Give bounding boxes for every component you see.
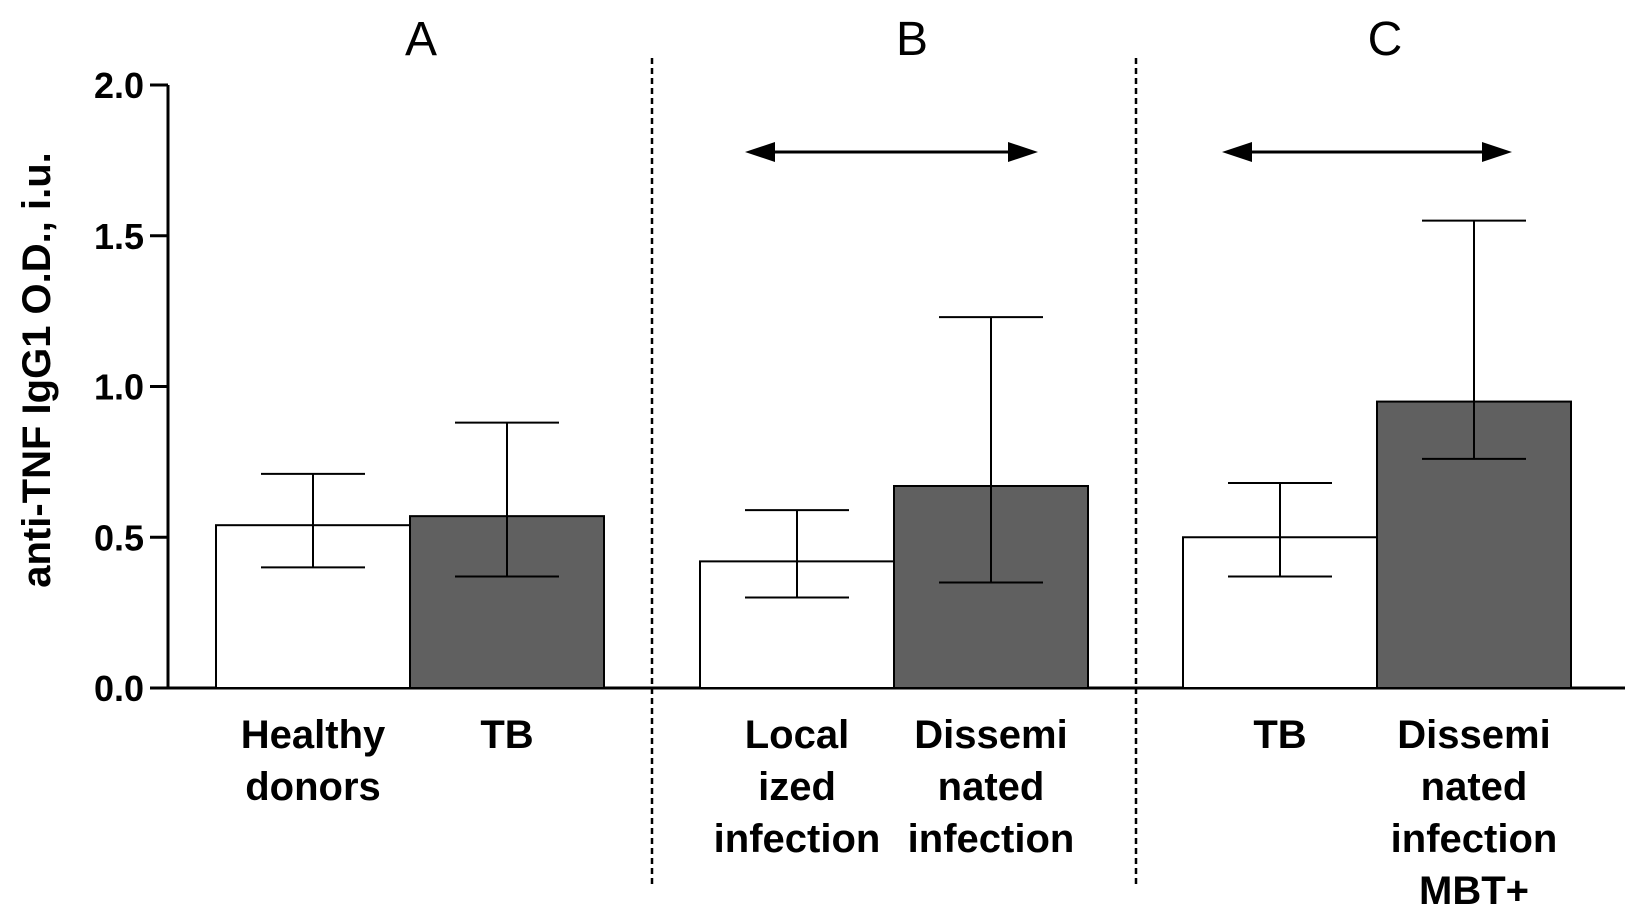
arrow-head-right xyxy=(1008,142,1038,162)
y-tick-label: 2.0 xyxy=(94,65,144,106)
arrow-head-left xyxy=(745,142,775,162)
category-label: Healthy xyxy=(241,713,386,757)
y-tick-label: 1.5 xyxy=(94,216,144,257)
arrow-head-right xyxy=(1482,142,1512,162)
panel-b: B Local ized infection Dissemi nated infection xyxy=(699,13,1089,861)
panel-label: A xyxy=(405,13,437,66)
y-axis-title: anti-TNF IgG1 O.D., i.u. xyxy=(15,152,59,588)
category-label: MBT+ xyxy=(1419,869,1529,913)
category-label: nated xyxy=(938,765,1045,809)
category-label: infection xyxy=(908,817,1075,861)
category-label: TB xyxy=(1253,713,1306,757)
y-tick-label: 0.0 xyxy=(94,668,144,709)
panel-separators xyxy=(650,58,1138,888)
panel-a: A Healthy donors TB xyxy=(215,13,605,809)
category-label: Dissemi xyxy=(914,713,1067,757)
panels: A Healthy donors TB B Local ized infection Disse… xyxy=(215,13,1572,913)
y-tick-label: 1.0 xyxy=(94,367,144,408)
category-label: Local xyxy=(745,713,849,757)
panel-label: B xyxy=(896,13,928,66)
arrow-head-left xyxy=(1222,142,1252,162)
category-label: nated xyxy=(1421,765,1528,809)
category-label: donors xyxy=(245,765,381,809)
panel-label: C xyxy=(1368,13,1403,66)
y-tick-label: 0.5 xyxy=(94,517,144,558)
category-label: infection xyxy=(714,817,881,861)
category-label: infection xyxy=(1391,817,1558,861)
category-label: ized xyxy=(758,765,836,809)
category-label: Dissemi xyxy=(1397,713,1550,757)
category-label: TB xyxy=(480,713,533,757)
